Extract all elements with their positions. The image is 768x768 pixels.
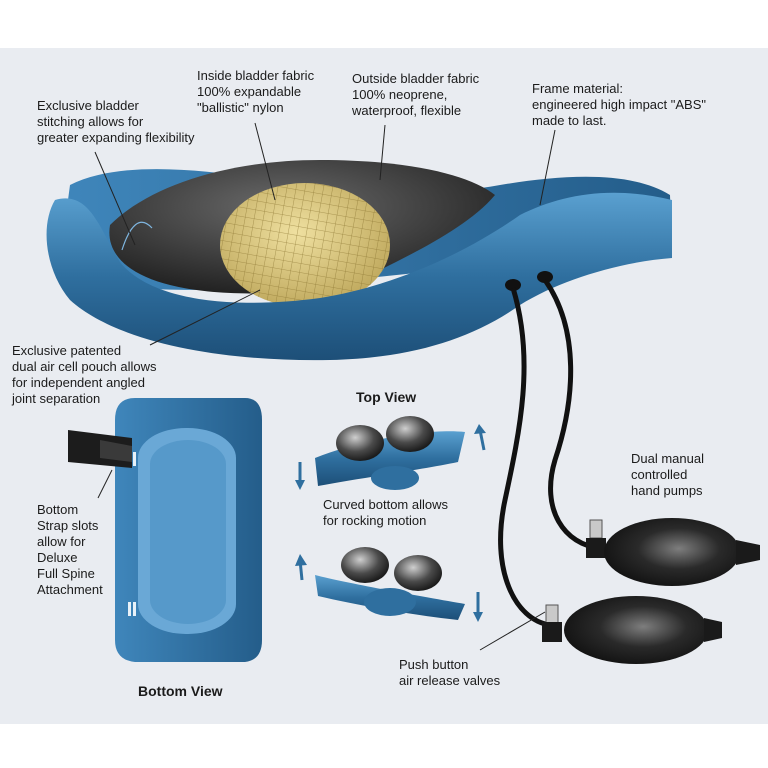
label-strap-slots: Bottom Strap slots allow for Deluxe Full…: [37, 502, 103, 597]
top-view-lower: [295, 547, 483, 622]
rock-arrowhead-left-lower: [295, 554, 307, 566]
top-view-cell-left-upper: [336, 425, 384, 461]
top-view-base-upper: [371, 466, 419, 490]
rock-arrowhead-right-upper: [474, 424, 486, 434]
hose-lower: [498, 287, 551, 628]
main-pillow: [46, 160, 672, 361]
hose-port-right: [537, 271, 553, 283]
strap-buckle: [100, 440, 132, 462]
label-inside-fabric: Inside bladder fabric 100% expandable "b…: [197, 68, 315, 115]
rock-arrowhead-right-lower: [473, 612, 483, 622]
top-view-upper: [295, 416, 486, 490]
leader-outside-fabric: [379, 124, 386, 181]
pump-nozzle-upper: [736, 540, 760, 565]
strap-slot-bottom-left: [128, 602, 131, 616]
strap-slot-top-right: [133, 452, 136, 466]
label-dual-air-cell: Exclusive patented dual air cell pouch a…: [12, 343, 157, 406]
bottom-bladder-shade: [150, 440, 226, 624]
nylon-mesh: [220, 183, 390, 307]
leader-inside-fabric: [254, 122, 276, 201]
leader-dual-cell: [149, 289, 261, 346]
leader-lines: [94, 122, 556, 651]
label-curved-bottom: Curved bottom allows for rocking motion: [323, 497, 448, 528]
hose-upper: [542, 278, 601, 551]
pump-bulb-upper: [604, 518, 740, 586]
label-outside-fabric: Outside bladder fabric 100% neoprene, wa…: [352, 71, 480, 118]
release-valve-lower: [545, 604, 559, 624]
pump-fitting-upper: [586, 538, 606, 558]
hand-pump-lower: [542, 596, 722, 664]
label-hand-pumps: Dual manual controlled hand pumps: [631, 451, 704, 498]
top-view-cell-right-lower: [394, 555, 442, 591]
leader-valves: [479, 611, 546, 651]
rock-arrowhead-left-upper: [295, 480, 305, 490]
top-view-base-lower: [364, 588, 416, 616]
pump-fitting-lower: [542, 622, 562, 642]
release-valve-upper: [589, 519, 603, 539]
label-frame-material: Frame material: engineered high impact "…: [532, 81, 707, 128]
label-bladder-stitching: Exclusive bladder stitching allows for g…: [37, 98, 195, 145]
leader-stitching: [94, 151, 136, 246]
pump-bulb-lower: [564, 596, 708, 664]
heading-bottom-view: Bottom View: [138, 683, 223, 699]
leader-strap: [97, 469, 113, 499]
label-release-valves: Push button air release valves: [399, 657, 501, 688]
stitching-seam: [121, 221, 153, 251]
hand-pump-upper: [586, 518, 760, 586]
hose-port-left: [505, 279, 521, 291]
top-view-cell-right-upper: [386, 416, 434, 452]
leader-frame: [539, 129, 556, 206]
pump-nozzle-lower: [704, 618, 722, 642]
strap-slot-bottom-right: [133, 602, 136, 616]
top-view-cell-left-lower: [341, 547, 389, 583]
bottom-view-pillow: [68, 398, 262, 662]
heading-top-view: Top View: [356, 389, 417, 405]
